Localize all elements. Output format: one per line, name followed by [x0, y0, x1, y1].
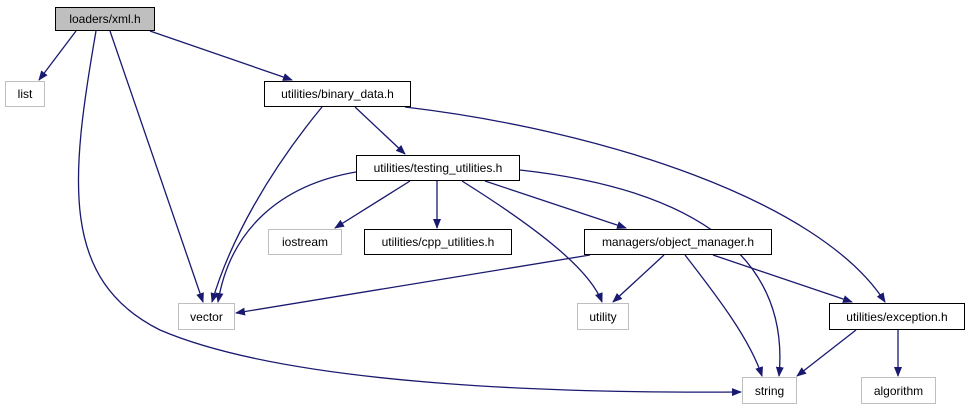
edge-object-manager-to-vector	[235, 254, 591, 316]
edge-exception-to-string	[796, 329, 857, 377]
edge-testing-utilities-to-string	[519, 169, 784, 377]
edge-binary-data-to-testing-utilities	[354, 106, 406, 155]
edge-binary-data-to-exception	[404, 106, 886, 303]
node-utilities-exception-h[interactable]: utilities/exception.h	[829, 303, 965, 330]
edge-testing-utilities-to-iostream	[334, 180, 411, 229]
node-string[interactable]: string	[742, 377, 797, 404]
edge-object-manager-to-exception	[712, 254, 853, 303]
edge-binary-data-to-vector	[210, 106, 323, 303]
edge-testing-utilities-to-object-manager	[484, 180, 627, 229]
node-vector[interactable]: vector	[178, 303, 235, 330]
node-utilities-testing-utilities-h[interactable]: utilities/testing_utilities.h	[356, 155, 520, 181]
node-iostream[interactable]: iostream	[268, 229, 342, 255]
node-list[interactable]: list	[5, 81, 45, 107]
node-utilities-cpp-utilities-h[interactable]: utilities/cpp_utilities.h	[364, 229, 512, 255]
edge-loaders-xml-to-binary-data	[149, 30, 293, 81]
node-managers-object-manager-h[interactable]: managers/object_manager.h	[584, 229, 772, 255]
edge-loaders-xml-to-string	[77, 30, 742, 397]
node-utility[interactable]: utility	[577, 303, 629, 330]
edge-loaders-xml-to-list	[38, 30, 77, 81]
edge-testing-utilities-to-vector	[215, 171, 357, 303]
edge-testing-utilities-to-utility	[461, 180, 603, 303]
node-utilities-binary-data-h[interactable]: utilities/binary_data.h	[264, 81, 411, 107]
edge-loaders-xml-to-vector	[109, 30, 204, 303]
edge-object-manager-to-string	[684, 254, 763, 377]
node-algorithm[interactable]: algorithm	[861, 377, 936, 404]
edge-object-manager-to-utility	[612, 254, 665, 303]
node-loaders-xml-h[interactable]: loaders/xml.h	[55, 7, 155, 31]
